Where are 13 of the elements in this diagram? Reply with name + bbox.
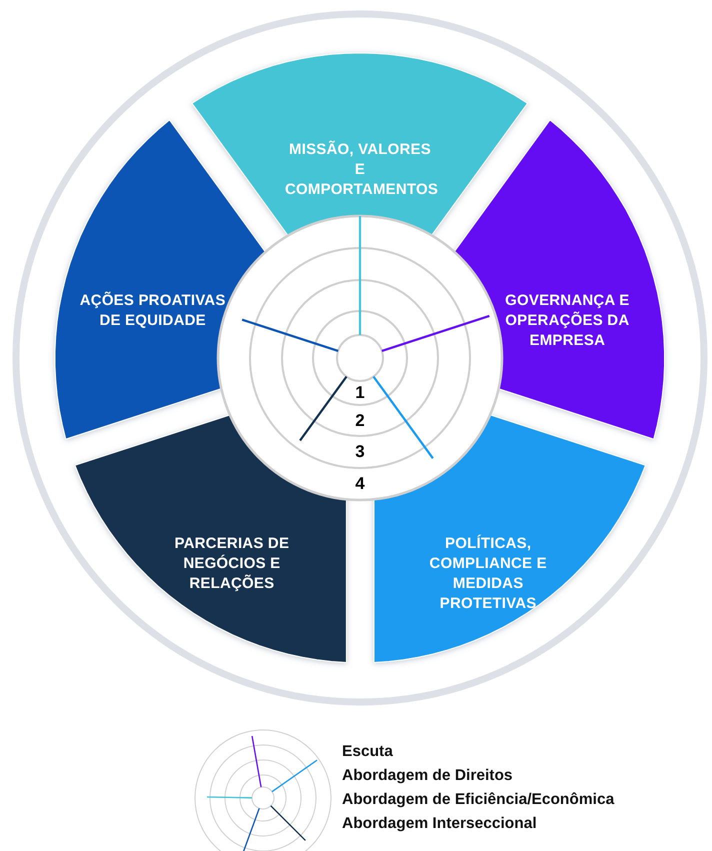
segment-label: POLÍTICAS, COMPLIANCE E MEDIDAS PROTETIVAS [428,534,548,614]
ring-number: 2 [354,411,366,431]
ring-number: 3 [354,442,366,462]
segment-label: GOVERNANÇA E OPERAÇÕES DA EMPRESA [504,290,630,351]
legend-text: Abordagem Interseccional [342,814,537,834]
segment-label: PARCERIAS DE NEGÓCIOS E RELAÇÕES [174,534,290,594]
ring-number: 4 [354,474,366,494]
legend-text: Escuta [342,742,393,762]
segment-label: MISSÃO, VALORES E COMPORTAMENTOS [284,140,435,200]
segment-label: AÇÕES PROATIVAS DE EQUIDADE [78,290,227,331]
legend-text: Abordagem de Eficiência/Econômica [342,790,614,810]
ring-number: 1 [354,383,366,403]
legend-text: Abordagem de Direitos [342,766,513,786]
